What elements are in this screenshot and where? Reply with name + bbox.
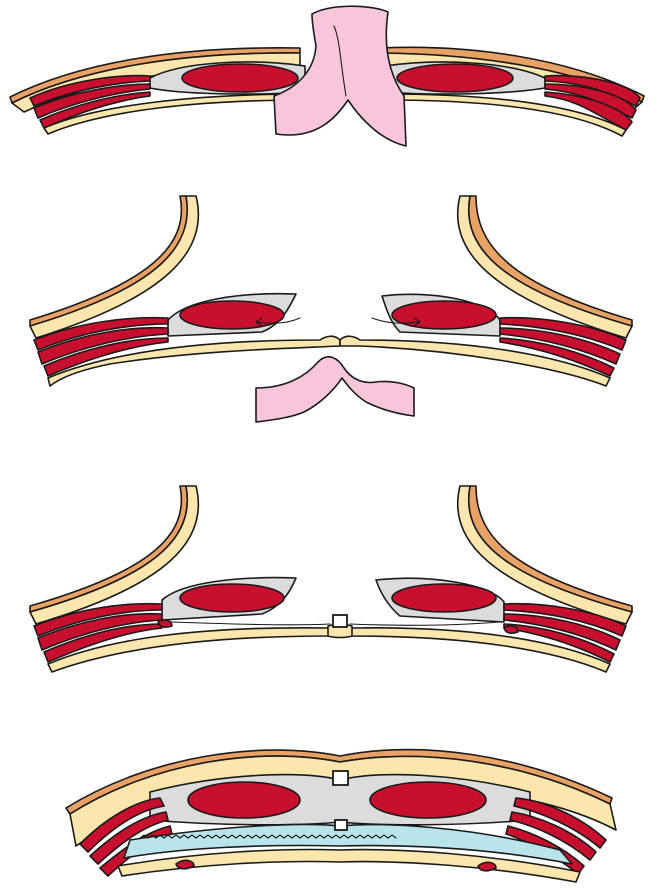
panel-2-right-rectus-muscle (392, 301, 496, 329)
panel-1-hernia (10, 6, 644, 146)
panel-3-suture-knot (333, 615, 347, 627)
panel-4-left-muscle-stump (176, 860, 194, 868)
panel-3-left-muscle-stump (158, 620, 172, 627)
panel-2-reduced-bowel (256, 357, 414, 422)
panel-3-posterior-closure (30, 486, 632, 672)
panel-3-right-preperitoneal (350, 628, 610, 672)
panel-1-right-rectus-muscle (397, 64, 513, 92)
panel-2-reduction (30, 196, 632, 422)
panel-4-right-muscle-stump (478, 862, 496, 870)
panel-3-left-rectus-muscle (180, 584, 284, 612)
panel-3-right-posterior-sheath (350, 622, 500, 625)
panel-3-right-rectus-muscle (392, 584, 496, 612)
panel-3-right-muscle-stump (504, 626, 518, 633)
panel-1-left-rectus-muscle (182, 64, 298, 92)
panel-4-right-rectus-muscle (370, 782, 486, 818)
panel-4-final-repair (66, 750, 616, 882)
panel-2-left-rectus-muscle (180, 301, 284, 329)
panel-4-anterior-suture (333, 771, 348, 785)
panel-3-left-posterior-sheath (172, 622, 330, 625)
panel-4-left-rectus-muscle (188, 782, 300, 818)
panel-4-posterior-suture (335, 820, 347, 830)
